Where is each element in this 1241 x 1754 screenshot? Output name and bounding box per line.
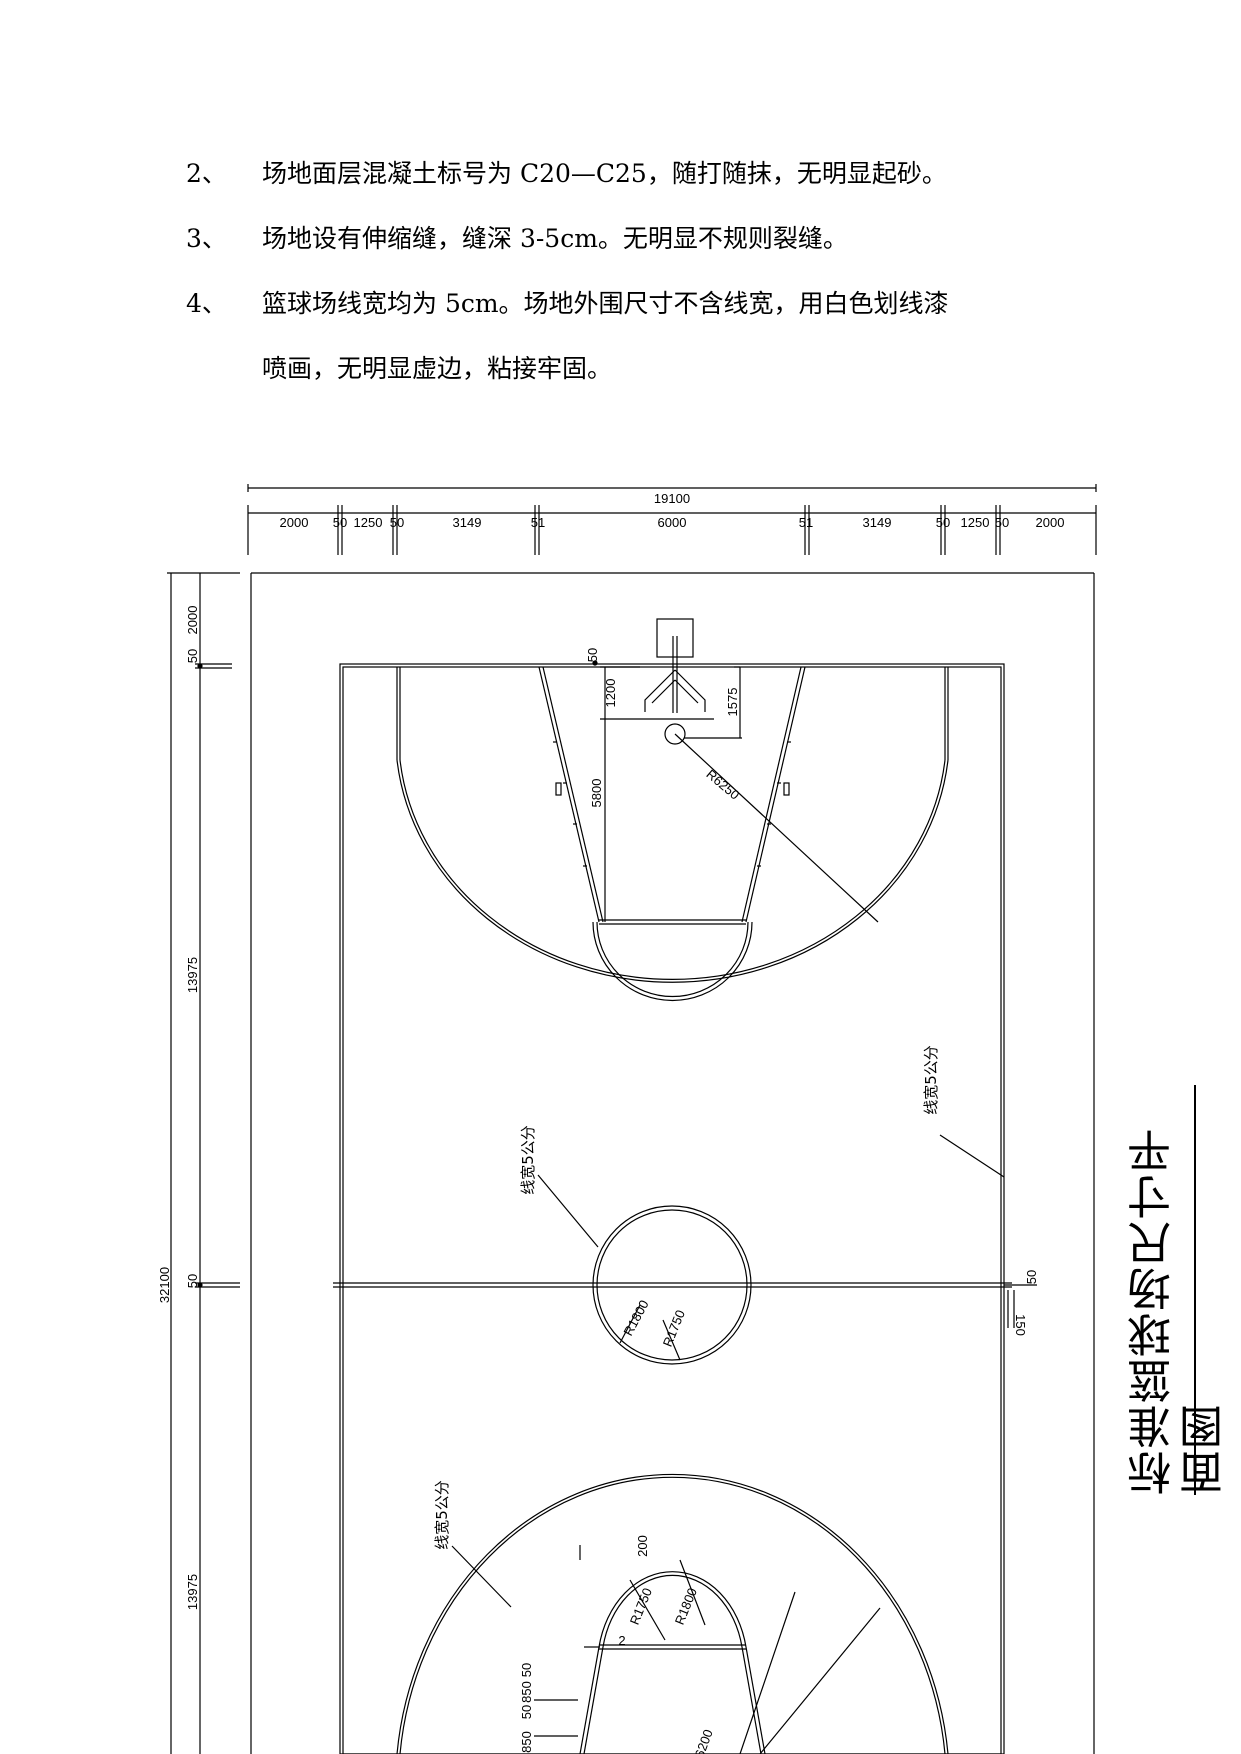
label-right-150: 150 <box>1013 1314 1028 1336</box>
drawing-title: 标准篮球场尺寸平面图 <box>1128 1085 1231 1495</box>
note-4: 4、 篮球场线宽均为 5cm。场地外围尺寸不含线宽，用白色划线漆 喷画，无明显虚… <box>186 288 1086 385</box>
dim-segment: 50 <box>995 515 1009 530</box>
dim-total-width: 19100 <box>654 491 690 506</box>
right-side-marks <box>1004 1284 1037 1328</box>
label-line-width: 线宽5公分 <box>519 1125 537 1195</box>
label-lower-850b: 850 <box>519 1681 534 1703</box>
dim-segment: 3149 <box>863 515 892 530</box>
label-line-width: 线宽5公分 <box>433 1480 451 1550</box>
note-number: 2、 <box>186 159 227 188</box>
label-lower-850: 850 <box>519 1731 534 1753</box>
label-r6250: R6250 <box>703 766 742 802</box>
top-dimension-chain: 19100 2000 50 1250 50 3149 51 6000 51 31… <box>247 484 1097 555</box>
dim-top-line: 50 <box>185 649 200 663</box>
dim-total-length: 32100 <box>157 1267 172 1303</box>
label-50-basket: 50 <box>585 648 600 662</box>
label-r1750: R1750 <box>660 1308 688 1349</box>
center-circle <box>592 1205 752 1365</box>
label-5800: 5800 <box>589 779 604 808</box>
dim-half-lower: 13975 <box>185 1574 200 1610</box>
dim-segment: 1250 <box>961 515 990 530</box>
label-line-width: 线宽5公分 <box>922 1045 940 1115</box>
upper-key <box>538 666 806 1002</box>
label-6200: 6200 <box>692 1727 716 1754</box>
dim-segment: 51 <box>531 515 545 530</box>
construction-notes: 2、 场地面层混凝土标号为 C20—C25，随打随抹，无明显起砂。 3、 场地设… <box>186 158 1086 418</box>
note-text: 场地面层混凝土标号为 C20—C25，随打随抹，无明显起砂。 <box>262 159 947 188</box>
label-2: 2 <box>618 1633 625 1648</box>
dim-segment: 6000 <box>658 515 687 530</box>
note-text: 篮球场线宽均为 5cm。场地外围尺寸不含线宽，用白色划线漆 <box>262 289 949 318</box>
upper-three-point-line <box>396 667 949 983</box>
dim-segment: 2000 <box>280 515 309 530</box>
dim-center-line: 50 <box>185 1274 200 1288</box>
dim-half-upper: 13975 <box>185 957 200 993</box>
note-text-continued: 喷画，无明显虚边，粘接牢固。 <box>262 354 613 383</box>
lower-court-half <box>396 1473 949 1754</box>
dim-segment: 3149 <box>453 515 482 530</box>
note-3: 3、 场地设有伸缩缝，缝深 3-5cm。无明显不规则裂缝。 <box>186 223 1086 255</box>
label-200: 200 <box>635 1535 650 1557</box>
dim-segment: 50 <box>936 515 950 530</box>
dim-segment: 50 <box>390 515 404 530</box>
label-1575: 1575 <box>725 688 740 717</box>
dim-segment: 2000 <box>1036 515 1065 530</box>
backboard-and-basket <box>592 618 879 923</box>
line-width-leaders <box>451 1134 1005 1608</box>
dim-segment: 51 <box>799 515 813 530</box>
note-text: 场地设有伸缩缝，缝深 3-5cm。无明显不规则裂缝。 <box>262 224 848 253</box>
label-lower-50: 50 <box>519 1705 534 1719</box>
dim-top-margin: 2000 <box>185 606 200 635</box>
note-number: 3、 <box>186 224 227 253</box>
court-outline <box>250 572 1095 1754</box>
label-1200: 1200 <box>603 679 618 708</box>
dim-segment: 1250 <box>354 515 383 530</box>
note-2: 2、 场地面层混凝土标号为 C20—C25，随打随抹，无明显起砂。 <box>186 158 1086 190</box>
label-right-50: 50 <box>1024 1270 1039 1284</box>
label-lower-r1800: R1800 <box>672 1586 700 1627</box>
label-r1800: R1800 <box>620 1297 651 1338</box>
note-number: 4、 <box>186 289 227 318</box>
left-dimension-chain: 2000 50 13975 32100 50 13975 <box>157 572 240 1754</box>
dim-segment: 50 <box>333 515 347 530</box>
label-lower-50b: 50 <box>519 1663 534 1677</box>
